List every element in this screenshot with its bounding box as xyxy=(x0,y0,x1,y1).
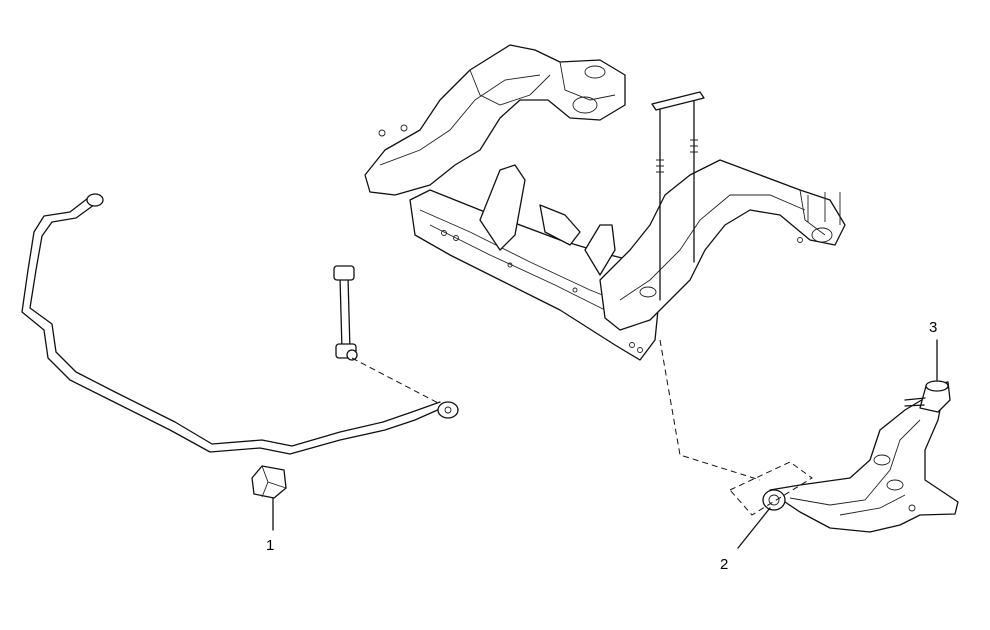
lower-arm-bushing xyxy=(762,489,786,511)
assembly-dashed-lines xyxy=(351,339,813,516)
callout-3: 3 xyxy=(929,319,937,336)
stabilizer-bushing xyxy=(251,465,287,499)
callout-2: 2 xyxy=(720,556,728,573)
stabilizer-link xyxy=(333,265,358,361)
callout-leaders xyxy=(272,339,938,549)
lower-control-arm xyxy=(769,394,959,533)
ball-joint xyxy=(904,380,951,413)
subframe-crossmember xyxy=(364,44,846,361)
stabilizer-bar xyxy=(21,193,459,455)
callout-1: 1 xyxy=(266,537,274,554)
